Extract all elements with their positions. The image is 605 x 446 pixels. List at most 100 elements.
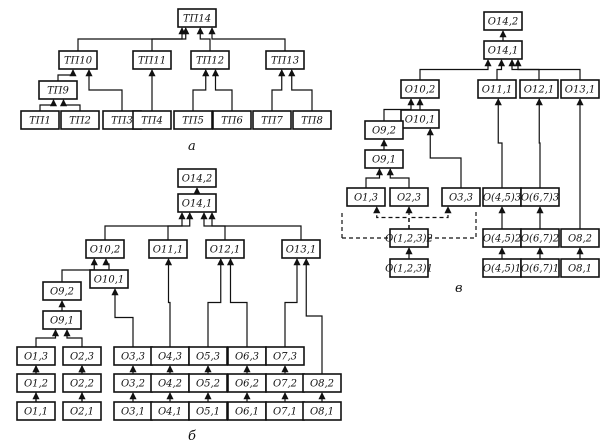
node-o32: O3,2: [113, 373, 153, 393]
edge-o33-to-o101: [111, 288, 134, 347]
node-label: O6,3: [235, 352, 259, 363]
node-label: O12,1: [210, 245, 240, 256]
node-o53: O5,3: [188, 346, 228, 366]
edge-o101-to-o102: [102, 258, 110, 270]
node-o42: O4,2: [150, 373, 190, 393]
node-o91: O9,1: [42, 310, 82, 330]
node-o31: O3,1: [113, 401, 153, 421]
node-box: [177, 193, 217, 213]
node-label: O11,1: [482, 85, 512, 96]
panel-label-c: в: [455, 281, 463, 296]
node-o43: O4,3: [150, 346, 190, 366]
node-label: O12,1: [524, 85, 554, 96]
node-c23: O2,3: [389, 187, 429, 207]
node-label: O10,1: [94, 275, 124, 286]
node-label: O2,2: [70, 379, 94, 390]
node-label: O1,3: [354, 193, 378, 204]
node-c111: O11,1: [477, 79, 517, 99]
node-label: ТП5: [182, 116, 204, 127]
edge-c92-to-c102: [383, 98, 415, 121]
edge-tp10-to-tp14: [77, 27, 186, 51]
node-label: O14,2: [182, 174, 212, 185]
edge-tp8-to-tp13: [288, 69, 313, 111]
node-label: O5,3: [196, 352, 220, 363]
node-box: [132, 110, 172, 130]
node-box: [132, 50, 172, 70]
node-label: ТП2: [69, 116, 91, 127]
node-tp6: ТП6: [212, 110, 252, 130]
node-o41: O4,1: [150, 401, 190, 421]
node-box: [400, 109, 440, 129]
edge-tp7-to-tp13: [271, 69, 286, 111]
node-box: [389, 187, 429, 207]
node-label: O5,2: [196, 379, 220, 390]
node-o72: O7,2: [265, 373, 305, 393]
node-o21: O2,1: [62, 401, 102, 421]
node-box: [560, 258, 600, 278]
edge-tp13-to-tp14: [208, 27, 286, 51]
node-label: O(6,7)2: [521, 234, 559, 245]
node-box: [389, 228, 429, 248]
node-box: [188, 373, 228, 393]
node-label: O(1,2,3)2: [385, 234, 433, 245]
edge-c111-to-c141: [496, 59, 506, 80]
node-o33: O3,3: [113, 346, 153, 366]
node-o71: O7,1: [265, 401, 305, 421]
node-label: ТП12: [196, 56, 224, 67]
node-label: ТП7: [261, 116, 283, 127]
edge-c673-to-c121: [535, 98, 543, 188]
node-label: O9,1: [50, 316, 74, 327]
node-box: [265, 50, 305, 70]
node-label: O13,1: [565, 85, 595, 96]
node-label: O6,2: [235, 379, 259, 390]
node-box: [265, 346, 305, 366]
node-box: [85, 239, 125, 259]
node-o121: O12,1: [205, 239, 245, 259]
node-box: [520, 187, 560, 207]
edge-tp2-to-tp9: [59, 99, 81, 111]
node-box: [20, 110, 60, 130]
node-box: [483, 11, 523, 31]
node-label: ТП14: [183, 14, 211, 25]
node-c92: O9,2: [364, 120, 404, 140]
node-box: [364, 120, 404, 140]
node-box: [177, 168, 217, 188]
edge-o102-to-o141: [104, 212, 186, 240]
node-label: O7,3: [273, 352, 297, 363]
node-label: ТП10: [64, 56, 93, 67]
node-label: O14,1: [182, 199, 212, 210]
edge-tp9-to-tp10: [57, 69, 77, 81]
node-box: [60, 110, 100, 130]
node-label: O10,1: [405, 115, 435, 126]
node-box: [302, 401, 342, 421]
node-label: O(6,7)1: [521, 264, 559, 275]
edge-o82-to-o131: [302, 258, 323, 374]
node-c673: O(6,7)3: [520, 187, 560, 207]
node-box: [346, 187, 386, 207]
node-box: [281, 239, 321, 259]
node-o51: O5,1: [188, 401, 228, 421]
edge-tp1-to-tp9: [39, 99, 58, 111]
node-c33: O3,3: [441, 187, 481, 207]
node-label: O14,2: [488, 17, 518, 28]
node-label: O13,1: [286, 245, 316, 256]
node-c451: O(4,5)1: [482, 258, 522, 278]
node-label: ТП1: [29, 116, 51, 127]
node-box: [560, 228, 600, 248]
node-label: O2,1: [70, 407, 94, 418]
node-box: [16, 346, 56, 366]
node-box: [42, 310, 82, 330]
node-label: O8,2: [310, 379, 334, 390]
edge-c102-to-c141: [419, 59, 492, 80]
node-box: [177, 8, 217, 28]
edge-c1232-to-c13: [373, 206, 410, 229]
node-c131: O13,1: [560, 79, 600, 99]
node-label: O(4,5)2: [483, 234, 521, 245]
node-label: O1,1: [24, 407, 48, 418]
edge-c131-to-c141: [514, 59, 581, 80]
node-tp10: ТП10: [58, 50, 98, 70]
node-label: ТП9: [47, 86, 69, 97]
edge-o131-to-o141: [208, 212, 302, 240]
node-label: O3,3: [449, 193, 473, 204]
